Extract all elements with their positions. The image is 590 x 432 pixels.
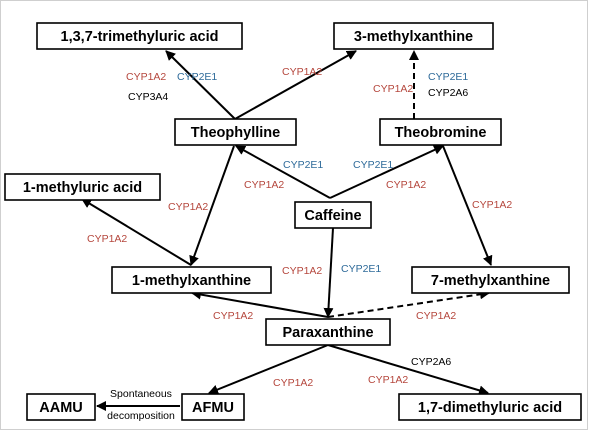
enzyme-label: CYP1A2 bbox=[126, 71, 166, 83]
edge-caffeine-to-theobromine bbox=[329, 145, 444, 199]
edge-theophylline-to-trimethyluric bbox=[165, 50, 236, 120]
node-afmu: AFMU bbox=[181, 393, 245, 421]
enzyme-label: CYP1A2 bbox=[472, 199, 512, 211]
edge-theophylline-to-3-methylxanthine bbox=[234, 50, 357, 120]
node-caffeine: Caffeine bbox=[294, 201, 372, 229]
node-trimethyluric-acid: 1,3,7-trimethyluric acid bbox=[36, 22, 243, 50]
enzyme-label: CYP1A2 bbox=[282, 265, 322, 277]
node-aamu-label: AAMU bbox=[39, 400, 83, 416]
enzyme-label: CYP2E1 bbox=[428, 71, 468, 83]
node-dimethyluric-acid-label: 1,7-dimethyluric acid bbox=[418, 400, 562, 416]
spontaneous-label: Spontaneous bbox=[110, 388, 172, 400]
enzyme-label: CYP1A2 bbox=[373, 83, 413, 95]
notes: Spontaneous decomposition bbox=[107, 388, 175, 422]
enzyme-label: CYP1A2 bbox=[168, 201, 208, 213]
edges bbox=[81, 50, 493, 411]
enzyme-label: CYP1A2 bbox=[87, 233, 127, 245]
node-paraxanthine: Paraxanthine bbox=[265, 318, 391, 346]
decomposition-label: decomposition bbox=[107, 410, 175, 422]
enzyme-labels: CYP1A2 CYP2E1 CYP3A4 CYP1A2 CYP1A2 CYP2E… bbox=[87, 66, 512, 389]
enzyme-label: CYP2E1 bbox=[341, 263, 381, 275]
node-3-methylxanthine-label: 3-methylxanthine bbox=[354, 29, 473, 45]
node-3-methylxanthine: 3-methylxanthine bbox=[333, 22, 494, 50]
edge-caffeine-to-paraxanthine bbox=[323, 227, 334, 318]
edge-theobromine-to-7-methylxanthine bbox=[442, 145, 493, 266]
enzyme-label: CYP2E1 bbox=[353, 159, 393, 171]
node-theophylline: Theophylline bbox=[174, 118, 297, 146]
node-afmu-label: AFMU bbox=[192, 400, 234, 416]
enzyme-label: CYP2E1 bbox=[177, 71, 217, 83]
enzyme-label: CYP3A4 bbox=[128, 91, 168, 103]
node-dimethyluric-acid: 1,7-dimethyluric acid bbox=[398, 393, 582, 421]
node-1-methyluric-acid: 1-methyluric acid bbox=[4, 173, 161, 201]
enzyme-label: CYP1A2 bbox=[386, 179, 426, 191]
enzyme-label: CYP2E1 bbox=[283, 159, 323, 171]
enzyme-label: CYP2A6 bbox=[428, 87, 468, 99]
edge-theophylline-to-1-methylxanthine bbox=[189, 145, 235, 266]
node-trimethyluric-acid-label: 1,3,7-trimethyluric acid bbox=[61, 29, 219, 45]
edge-paraxanthine-to-7-methylxanthine bbox=[327, 289, 490, 318]
enzyme-label: CYP1A2 bbox=[273, 377, 313, 389]
node-theobromine: Theobromine bbox=[379, 118, 502, 146]
edge-paraxanthine-to-dimethyluric bbox=[327, 344, 489, 396]
edge-1-methylxanthine-to-1-methyluric bbox=[81, 198, 192, 266]
node-caffeine-label: Caffeine bbox=[304, 208, 361, 224]
node-theobromine-label: Theobromine bbox=[395, 125, 487, 141]
edge-paraxanthine-to-1-methylxanthine bbox=[191, 289, 329, 318]
node-1-methylxanthine-label: 1-methylxanthine bbox=[132, 273, 251, 289]
node-theophylline-label: Theophylline bbox=[191, 125, 280, 141]
enzyme-label: CYP1A2 bbox=[282, 66, 322, 78]
node-paraxanthine-label: Paraxanthine bbox=[282, 325, 373, 341]
node-1-methylxanthine: 1-methylxanthine bbox=[111, 266, 272, 294]
node-7-methylxanthine-label: 7-methylxanthine bbox=[431, 273, 550, 289]
edge-caffeine-to-theophylline bbox=[235, 145, 331, 199]
enzyme-label: CYP1A2 bbox=[368, 374, 408, 386]
edge-paraxanthine-to-afmu bbox=[208, 344, 329, 395]
enzyme-label: CYP1A2 bbox=[213, 310, 253, 322]
enzyme-label: CYP1A2 bbox=[244, 179, 284, 191]
node-1-methyluric-acid-label: 1-methyluric acid bbox=[23, 180, 142, 196]
enzyme-label: CYP1A2 bbox=[416, 310, 456, 322]
enzyme-label: CYP2A6 bbox=[411, 356, 451, 368]
node-aamu: AAMU bbox=[26, 393, 96, 421]
nodes: 1,3,7-trimethyluric acid 3-methylxanthin… bbox=[4, 22, 582, 421]
node-7-methylxanthine: 7-methylxanthine bbox=[411, 266, 570, 294]
